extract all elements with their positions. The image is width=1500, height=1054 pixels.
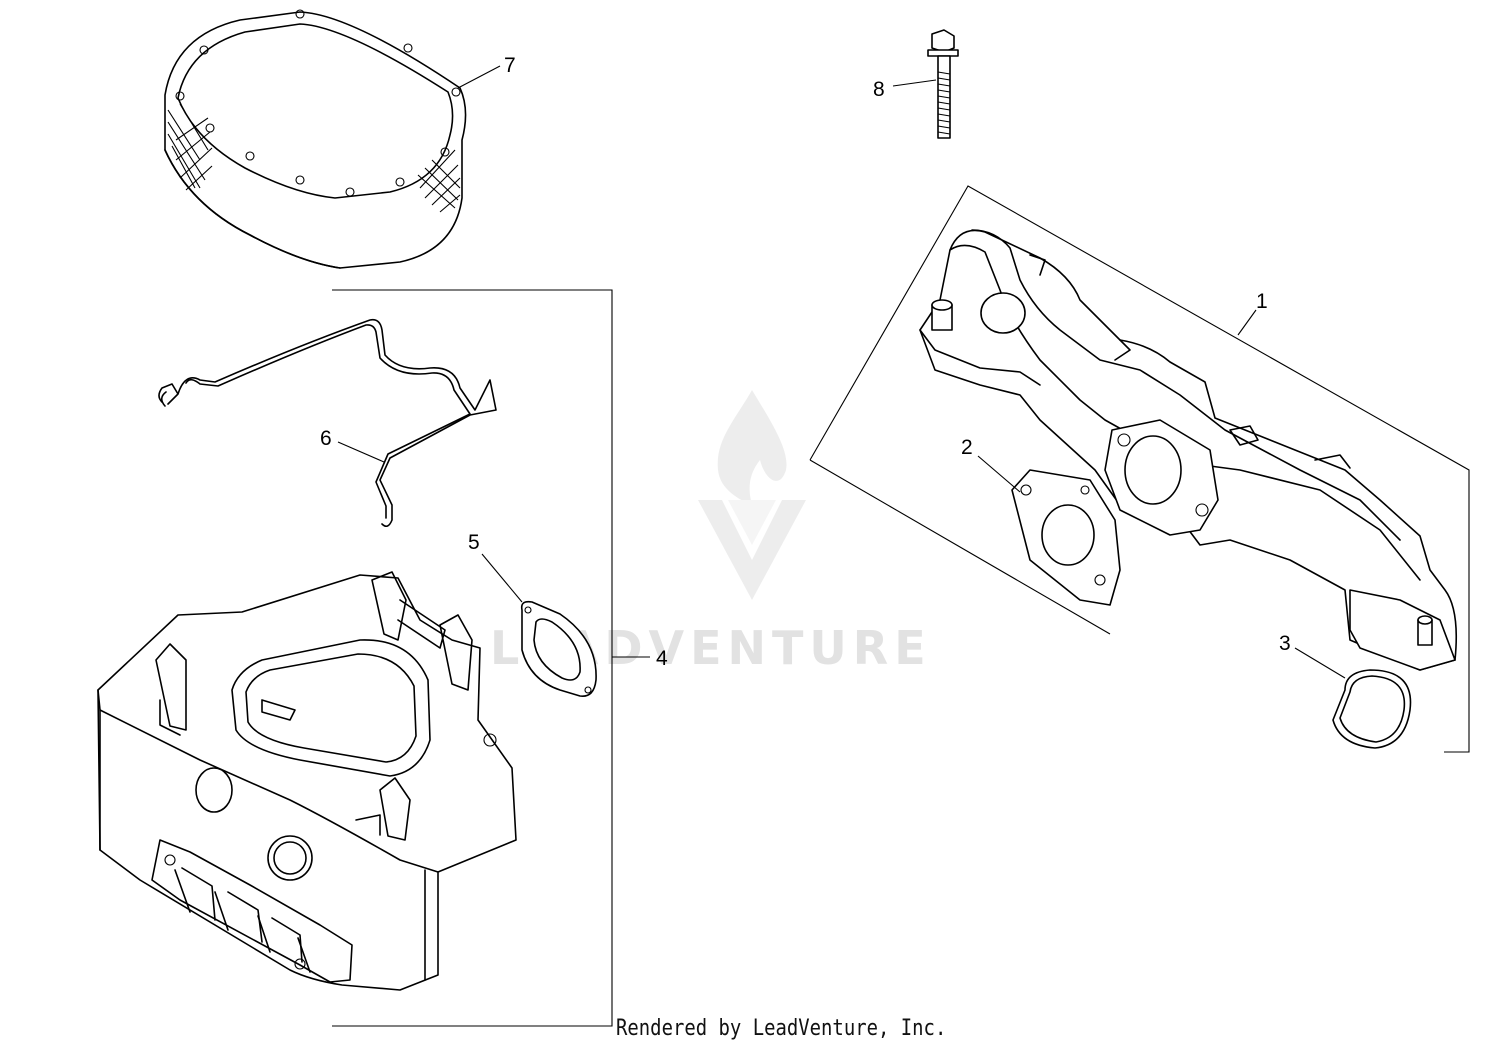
callout-5: 5	[468, 531, 480, 554]
callout-4: 4	[656, 647, 668, 670]
callout-2: 2	[961, 436, 973, 459]
leader-lines	[337, 65, 1346, 679]
callout-8: 8	[873, 78, 885, 101]
watermark-logo-icon	[698, 390, 806, 600]
base-gasket-part	[520, 600, 597, 697]
footer-credit: Rendered by LeadVenture, Inc.	[616, 1016, 947, 1041]
bracket-item-1	[809, 185, 1470, 753]
callout-7: 7	[504, 54, 516, 77]
flange-bolt-part	[927, 29, 959, 139]
manifold-gasket-part	[1011, 469, 1121, 606]
air-filter-element-part	[164, 9, 467, 269]
intake-manifold-part	[919, 229, 1458, 671]
callout-3: 3	[1279, 632, 1291, 655]
o-ring-seal-part	[1332, 669, 1412, 749]
air-cleaner-base-part	[97, 571, 517, 991]
bracket-item-4	[332, 289, 613, 1027]
callout-1: 1	[1256, 290, 1268, 313]
callout-6: 6	[320, 427, 332, 450]
retaining-wire-clip-part	[158, 318, 497, 528]
